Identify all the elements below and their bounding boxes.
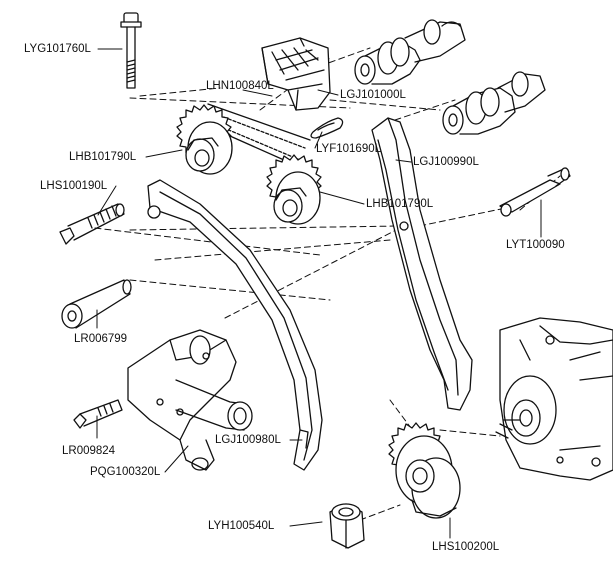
label-lr009824: LR009824: [62, 445, 116, 457]
fuel-pump-housing: [495, 317, 613, 481]
alignment-lines: [94, 47, 561, 521]
timing-chain-link: [310, 117, 344, 139]
label-lyh100540l: LYH100540L: [208, 520, 275, 532]
label-lhs100190l: LHS100190L: [40, 180, 108, 192]
label-lgj100990l: LGJ100990L: [413, 156, 479, 168]
label-lyf101690l: LYF101690L: [316, 143, 382, 155]
label-lyg101760l: LYG101760L: [24, 43, 91, 55]
label-lgj101000l: LGJ101000L: [340, 89, 406, 101]
tensioner-plunger: [61, 279, 132, 329]
upper-chain-guide: [261, 37, 331, 111]
label-lgj100980l: LGJ100980L: [215, 434, 281, 446]
label-lr006799: LR006799: [74, 333, 128, 345]
label-lhs100200l: LHS100200L: [432, 541, 500, 553]
crankshaft-sprocket: [388, 422, 461, 519]
long-bolt: [120, 12, 142, 89]
label-pqg100320l: PQG100320L: [90, 466, 161, 478]
camshaft-lower: [442, 71, 546, 135]
tensioner-blade: [147, 179, 323, 471]
label-lhb101790l-left: LHB101790L: [69, 151, 137, 163]
label-lyt100090: LYT100090: [506, 239, 565, 251]
tensioner-bolt: [73, 399, 123, 429]
guide-pin: [499, 167, 571, 217]
fixed-chain-guide: [371, 117, 473, 411]
pivot-bolt: [59, 203, 125, 245]
leader-lines: [96, 48, 542, 539]
camshaft-sprocket-left: [176, 104, 233, 175]
chain-tensioner: [127, 329, 253, 471]
camshaft-sprocket-right: [266, 154, 322, 225]
camshaft-upper: [354, 19, 466, 85]
label-lhb101790l-right: LHB101790L: [366, 198, 434, 210]
label-lhn100840l: LHN100840L: [206, 80, 274, 92]
sprocket-nut: [329, 503, 365, 549]
